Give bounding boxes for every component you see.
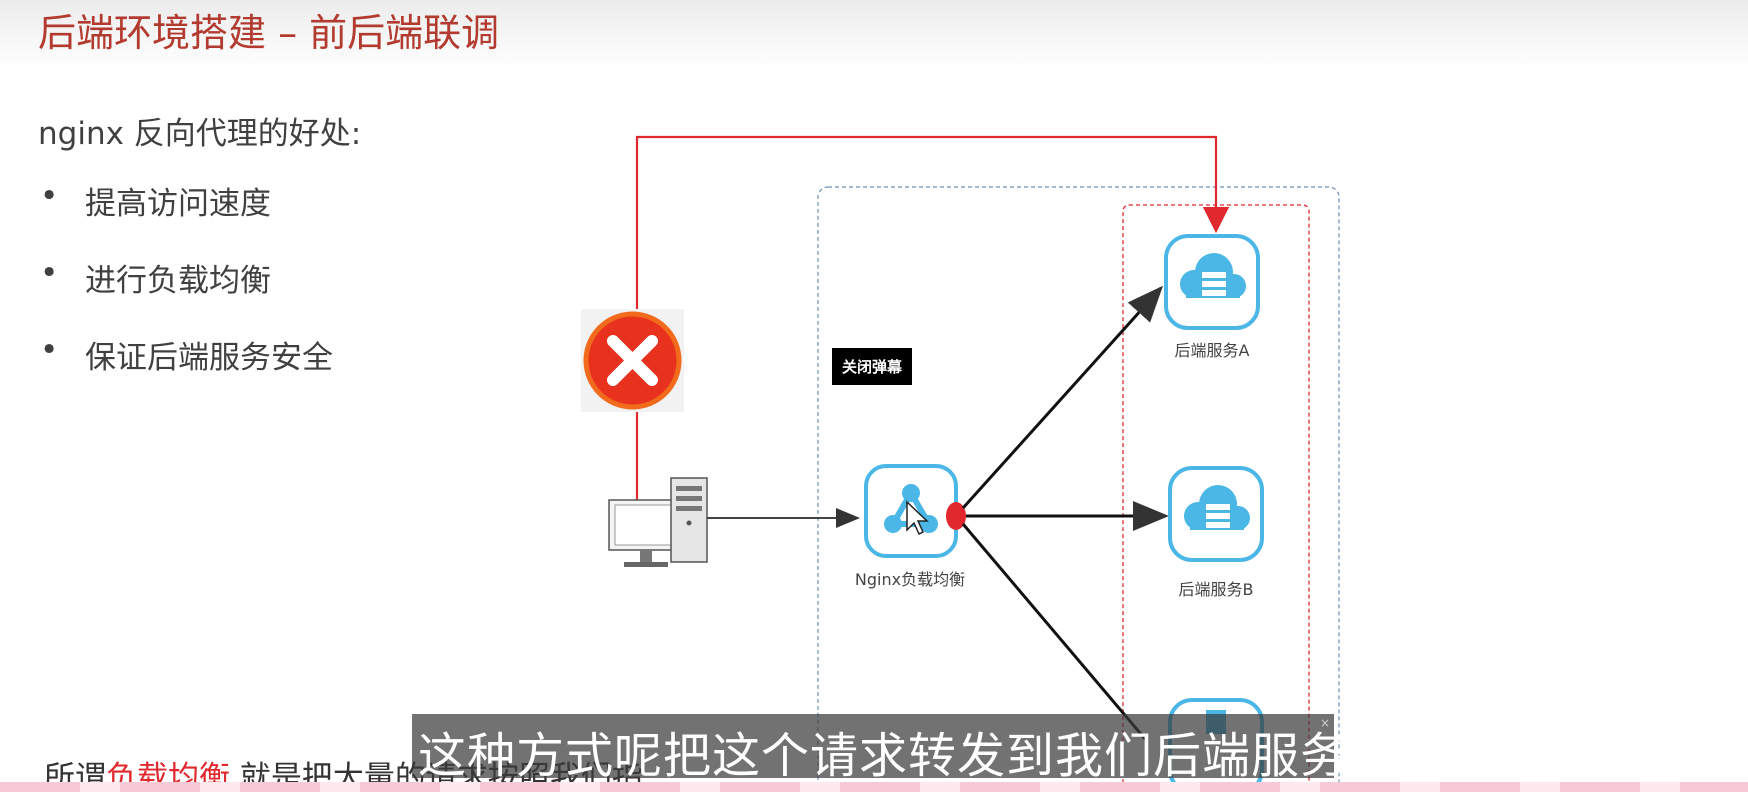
close-icon[interactable]: × [1320, 716, 1331, 730]
list-item: •进行负载均衡 [38, 255, 333, 332]
intro-text: nginx 反向代理的好处: [38, 116, 362, 152]
nginx-label: Nginx负载均衡 [855, 570, 965, 589]
cloud-server-icon [1164, 234, 1260, 330]
error-x-icon [581, 309, 684, 412]
benefit-list: •提高访问速度 •进行负载均衡 •保证后端服务安全 [38, 178, 333, 409]
list-item: •提高访问速度 [38, 178, 333, 255]
subtitle-text: 这种方式呢把这个请求转发到我们后端服务 [418, 728, 1350, 784]
arrow-to-service-a [961, 285, 1164, 510]
annotation-dot [946, 502, 966, 530]
service-a-label: 后端服务A [1175, 341, 1250, 360]
title-band [0, 0, 1748, 70]
list-item: •保证后端服务安全 [38, 332, 333, 409]
client-computer-icon [608, 477, 708, 567]
nginx-boundary [817, 186, 1340, 792]
subtitle-bar [412, 714, 1334, 778]
service-b-label: 后端服务B [1179, 580, 1254, 599]
blocked-direct-route [635, 135, 1230, 500]
arrow-to-service-c [961, 523, 1148, 741]
bottom-strip [0, 782, 1748, 792]
cloud-server-icon [1168, 466, 1264, 562]
close-danmaku-button[interactable]: 关闭弹幕 [832, 348, 912, 385]
mouse-cursor-icon [906, 500, 929, 536]
bullet-text: 进行负载均衡 [85, 263, 271, 299]
bullet-text: 提高访问速度 [85, 186, 271, 222]
slide-title: 后端环境搭建 – 前后端联调 [38, 11, 500, 55]
bullet-text: 保证后端服务安全 [85, 340, 333, 376]
